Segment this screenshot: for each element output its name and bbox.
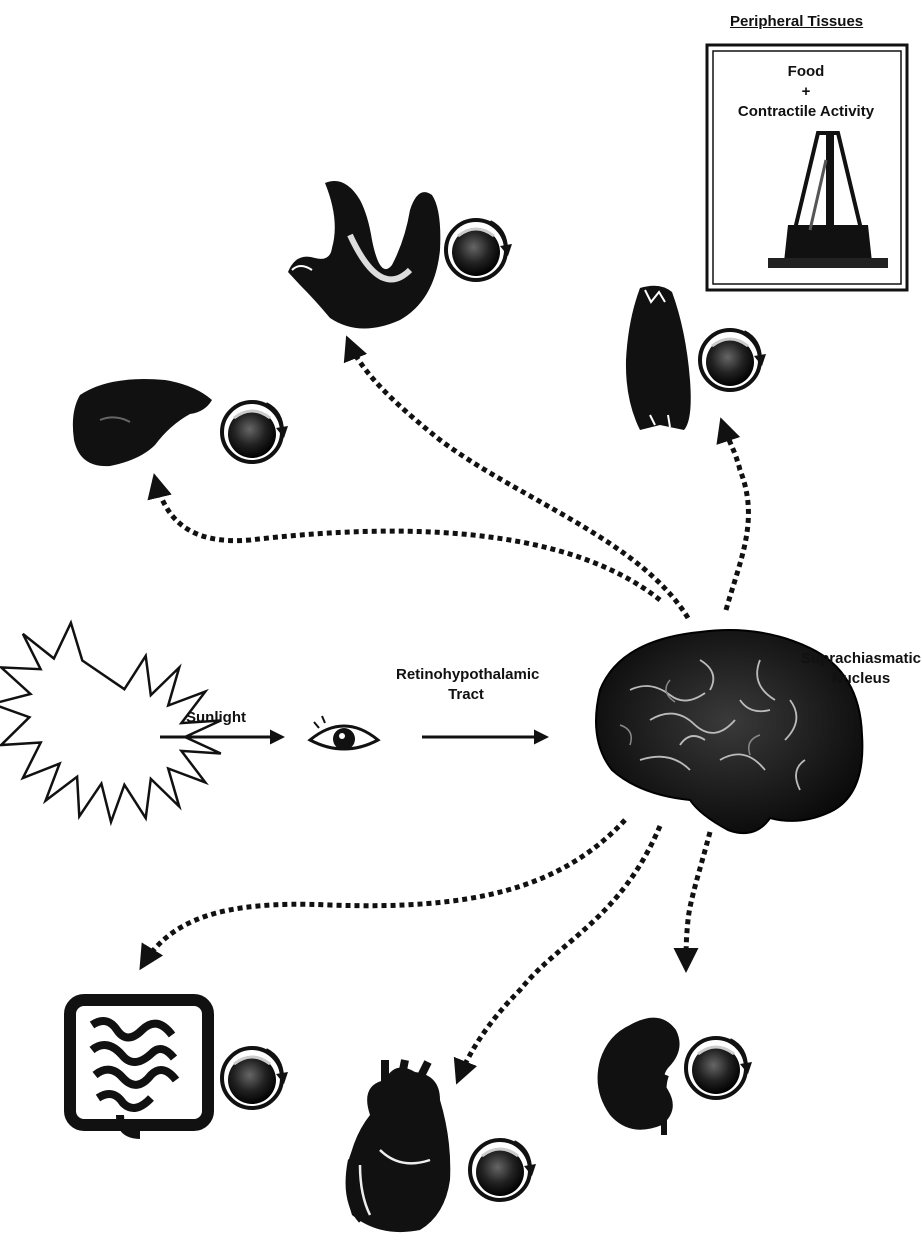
- clock-icon-intestine: [222, 1048, 288, 1108]
- peripheral-tissues-title: Peripheral Tissues: [730, 12, 863, 32]
- arrow-to-intestine: [142, 820, 625, 966]
- clock-icon-stomach: [446, 220, 512, 280]
- retinohypothalamic-label: Retinohypothalamic Tract: [396, 665, 536, 705]
- kidney-icon: [598, 1018, 680, 1135]
- scn-line1: Suprachiasmatic: [800, 649, 922, 669]
- scn-line2: Nucleus: [800, 669, 922, 689]
- clock-icon-kidney: [686, 1038, 752, 1098]
- sunlight-label: Sunlight: [186, 708, 246, 728]
- arrow-to-muscle: [722, 422, 748, 610]
- liver-icon: [73, 379, 212, 466]
- retinohypothalamic-line1: Retinohypothalamic: [396, 665, 536, 685]
- food-label: Food: [712, 62, 900, 82]
- peripheral-cues-text: Food + Contractile Activity: [712, 62, 900, 122]
- retinohypothalamic-line2: Tract: [396, 685, 536, 705]
- intestine-icon: [70, 1000, 208, 1135]
- arrow-to-liver: [155, 478, 660, 600]
- suprachiasmatic-nucleus-label: Suprachiasmatic Nucleus: [800, 649, 922, 689]
- eye-icon: [310, 716, 378, 750]
- stomach-icon: [288, 181, 440, 328]
- clock-icon-muscle: [700, 330, 766, 390]
- arrow-to-kidney: [686, 832, 710, 968]
- clock-icon-heart: [470, 1140, 536, 1200]
- contractile-activity-label: Contractile Activity: [712, 102, 900, 122]
- plus-label: +: [712, 82, 900, 102]
- skeletal-muscle-icon: [626, 286, 691, 430]
- clock-icon-liver: [222, 402, 288, 462]
- heart-icon: [346, 1060, 450, 1232]
